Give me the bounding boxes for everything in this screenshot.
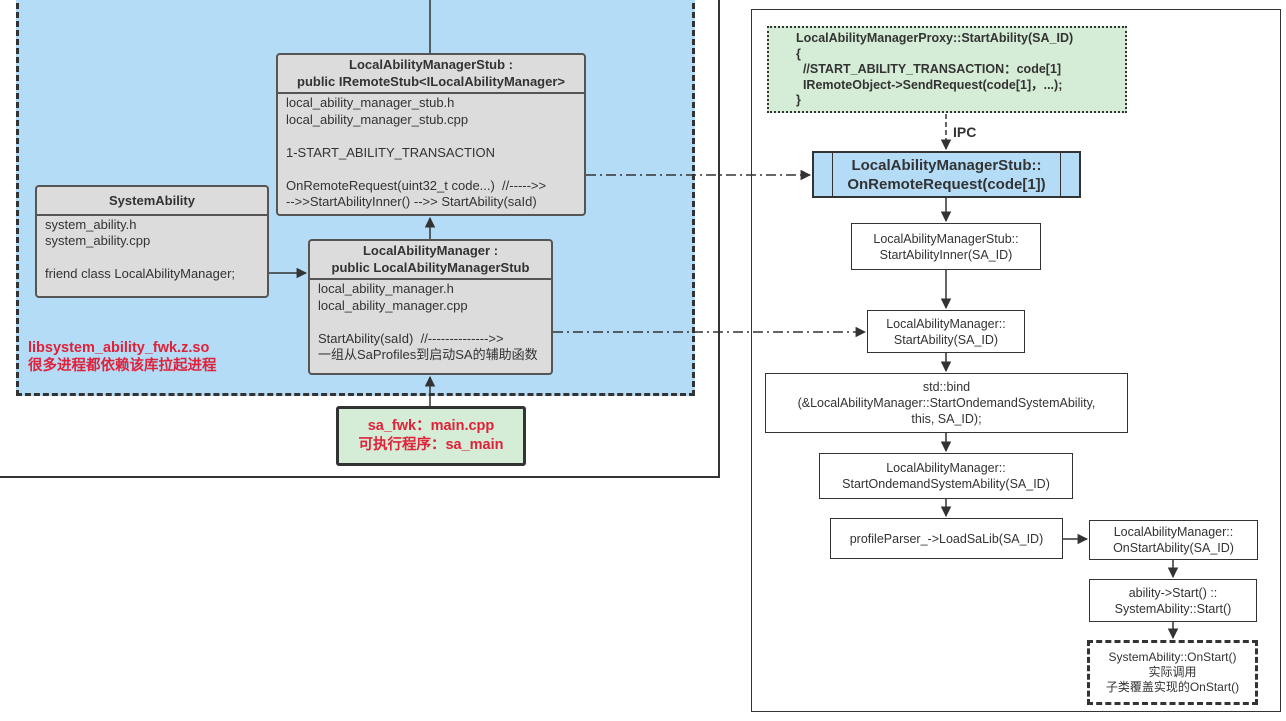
proxy-transaction-code: //START_ABILITY_TRANSACTION：code[1] bbox=[796, 62, 1062, 76]
right-outer-frame bbox=[751, 9, 1281, 712]
on-start-node: SystemAbility::OnStart() 实际调用 子类覆盖实现的OnS… bbox=[1087, 640, 1258, 705]
sa-main-executable: 可执行程序：sa_main bbox=[358, 437, 504, 453]
start-ability-node: LocalAbilityManager:: StartAbility(SA_ID… bbox=[867, 310, 1025, 353]
lib-name: libsystem_ability_fwk.z.so bbox=[28, 340, 210, 356]
on-start-ability-node: LocalAbilityManager:: OnStartAbility(SA_… bbox=[1089, 520, 1258, 560]
lam-start-ability: StartAbility(saId) //-------------->> bbox=[318, 330, 504, 346]
proxy-title: LocalAbilityManagerProxy::StartAbility(S… bbox=[796, 31, 1074, 45]
start-ability-inner-method: StartAbilityInner(SA_ID) bbox=[879, 247, 1013, 262]
stub-file-h: local_ability_manager_stub.h bbox=[286, 95, 455, 110]
stub-transaction-code: 1-START_ABILITY_TRANSACTION bbox=[286, 144, 496, 160]
ability-start-call: ability->Start() :: bbox=[1128, 585, 1218, 600]
on-start-ability-class: LocalAbilityManager:: bbox=[1113, 525, 1234, 539]
on-start-ability-method: OnStartAbility(SA_ID) bbox=[1113, 541, 1234, 555]
start-ability-class: LocalAbilityManager:: bbox=[886, 316, 1006, 331]
start-ability-method: StartAbility(SA_ID) bbox=[893, 332, 999, 347]
load-sa-lib-call: profileParser_->LoadSaLib(SA_ID) bbox=[849, 531, 1044, 546]
std-bind-args: this, SA_ID); bbox=[911, 412, 982, 426]
lam-helper-note: 一组从SaProfiles到启动SA的辅助函数 bbox=[318, 347, 538, 362]
start-ability-inner-class: LocalAbilityManagerStub:: bbox=[873, 231, 1019, 246]
lam-class-title: LocalAbilityManager : bbox=[362, 243, 499, 258]
lam-file-cpp: local_ability_manager.cpp bbox=[318, 297, 468, 313]
sa-file-cpp: system_ability.cpp bbox=[45, 233, 151, 248]
lib-note: 很多进程都依赖该库拉起进程 bbox=[28, 358, 217, 374]
process-bar-right bbox=[1060, 153, 1061, 196]
stub-on-remote-request: OnRemoteRequest(uint32_t code...) //----… bbox=[286, 177, 547, 193]
on-remote-request-node: LocalAbilityManagerStub:: OnRemoteReques… bbox=[812, 151, 1081, 198]
system-ability-header: SystemAbility bbox=[37, 187, 267, 216]
lam-class-card: LocalAbilityManager : public LocalAbilit… bbox=[308, 239, 553, 375]
ability-start-method: SystemAbility::Start() bbox=[1114, 601, 1232, 616]
sa-blank bbox=[37, 250, 267, 267]
system-ability-card: SystemAbility system_ability.h system_ab… bbox=[35, 185, 269, 298]
std-bind-target: (&LocalAbilityManager::StartOndemandSyst… bbox=[797, 396, 1096, 410]
on-remote-request-class: LocalAbilityManagerStub:: bbox=[851, 156, 1042, 174]
ipc-label: IPC bbox=[953, 124, 977, 140]
system-ability-title: SystemAbility bbox=[109, 193, 195, 208]
stub-class-title: LocalAbilityManagerStub : bbox=[349, 57, 513, 72]
process-bar-left bbox=[832, 153, 833, 196]
proxy-open-brace: { bbox=[796, 46, 801, 61]
proxy-close-brace: } bbox=[796, 93, 801, 107]
std-bind-call: std::bind bbox=[922, 380, 971, 394]
lam-file-h: local_ability_manager.h bbox=[318, 281, 454, 296]
start-ondemand-node: LocalAbilityManager:: StartOndemandSyste… bbox=[819, 453, 1073, 499]
sa-file-h: system_ability.h bbox=[45, 216, 137, 232]
lam-class-base: public LocalAbilityManagerStub bbox=[331, 259, 530, 275]
left-outer-frame bbox=[0, 0, 720, 478]
on-start-override: 子类覆盖实现的OnStart() bbox=[1105, 680, 1240, 694]
stub-class-header: LocalAbilityManagerStub : public IRemote… bbox=[278, 55, 584, 94]
stub-blank-1 bbox=[278, 128, 584, 145]
sa-friend-decl: friend class LocalAbilityManager; bbox=[45, 266, 236, 281]
start-ondemand-method: StartOndemandSystemAbility(SA_ID) bbox=[842, 477, 1050, 491]
on-remote-request-method: OnRemoteRequest(code[1]) bbox=[847, 175, 1046, 193]
start-ondemand-class: LocalAbilityManager:: bbox=[886, 461, 1006, 475]
stub-class-base: public IRemoteStub<ILocalAbilityManager> bbox=[297, 73, 565, 89]
sa-main-source: sa_fwk：main.cpp bbox=[367, 418, 495, 434]
stub-call-chain: -->>StartAbilityInner() -->> StartAbilit… bbox=[286, 194, 537, 209]
sa-main-box: sa_fwk：main.cpp 可执行程序：sa_main bbox=[336, 406, 526, 466]
lib-label: libsystem_ability_fwk.z.so 很多进程都依赖该库拉起进程 bbox=[28, 339, 217, 375]
proxy-start-ability-box: LocalAbilityManagerProxy::StartAbility(S… bbox=[767, 26, 1127, 113]
stub-blank-2 bbox=[278, 161, 584, 178]
stub-class-card: LocalAbilityManagerStub : public IRemote… bbox=[276, 53, 586, 216]
ability-start-node: ability->Start() :: SystemAbility::Start… bbox=[1089, 579, 1257, 622]
std-bind-node: std::bind (&LocalAbilityManager::StartOn… bbox=[765, 373, 1128, 433]
proxy-send-request: IRemoteObject->SendRequest(code[1]，...); bbox=[796, 77, 1063, 92]
stub-file-cpp: local_ability_manager_stub.cpp bbox=[286, 111, 469, 127]
lam-class-header: LocalAbilityManager : public LocalAbilit… bbox=[310, 241, 551, 280]
start-ability-inner-node: LocalAbilityManagerStub:: StartAbilityIn… bbox=[851, 223, 1041, 270]
on-start-note: 实际调用 bbox=[1148, 665, 1197, 679]
lam-blank bbox=[310, 314, 551, 331]
load-sa-lib-node: profileParser_->LoadSaLib(SA_ID) bbox=[830, 518, 1063, 559]
on-start-method: SystemAbility::OnStart() bbox=[1108, 650, 1237, 664]
